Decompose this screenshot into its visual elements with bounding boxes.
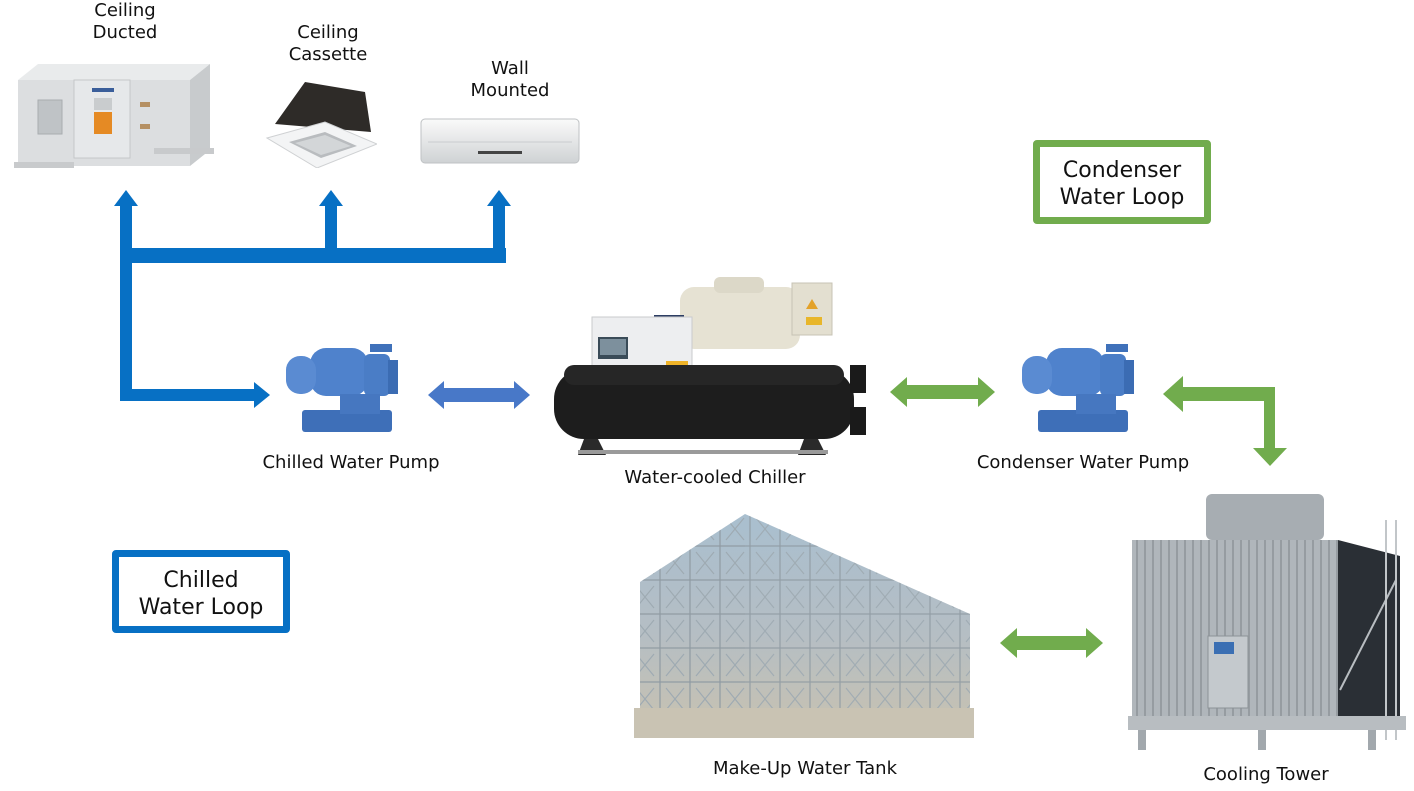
label-ceiling-cassette: Ceiling Cassette bbox=[278, 22, 378, 66]
chiller-icon bbox=[554, 275, 872, 455]
arrow-head-wall bbox=[487, 190, 511, 206]
label-line: Wall bbox=[491, 58, 529, 79]
label-make-up-water-tank: Make-Up Water Tank bbox=[712, 758, 898, 779]
label-water-cooled-chiller: Water-cooled Chiller bbox=[624, 467, 806, 488]
label-line: Ceiling bbox=[297, 22, 359, 43]
label-ceiling-ducted: Ceiling Ducted bbox=[80, 0, 170, 44]
condenser-pump-icon bbox=[1016, 344, 1138, 436]
loop-label-line: Chilled bbox=[163, 568, 239, 593]
ceiling-ducted-unit-icon bbox=[14, 58, 224, 174]
chilled-pump-icon bbox=[280, 344, 402, 436]
double-arrow-chiller-condpump bbox=[890, 377, 995, 407]
label-line: Ceiling bbox=[94, 0, 156, 21]
label-condenser-water-pump: Condenser Water Pump bbox=[976, 452, 1190, 473]
condenser-water-loop-box: Condenser Water Loop bbox=[1033, 140, 1211, 224]
label-cooling-tower: Cooling Tower bbox=[1203, 764, 1329, 785]
chilled-water-loop-box: Chilled Water Loop bbox=[112, 550, 290, 633]
arrow-head-ducted bbox=[114, 190, 138, 206]
double-arrow-pump-chiller bbox=[428, 381, 530, 409]
chilled-return-to-pump bbox=[120, 389, 258, 401]
double-arrow-tank-tower bbox=[1000, 628, 1103, 658]
loop-label-line: Water Loop bbox=[138, 595, 264, 620]
water-tank-icon bbox=[630, 512, 978, 738]
label-chilled-water-pump: Chilled Water Pump bbox=[262, 452, 440, 473]
branch-wall bbox=[493, 205, 505, 255]
arrow-head-cassette bbox=[319, 190, 343, 206]
label-wall-mounted: Wall Mounted bbox=[465, 58, 555, 102]
cooling-tower-icon bbox=[1128, 490, 1410, 752]
loop-label-line: Water Loop bbox=[1059, 185, 1185, 210]
chilled-distribution-arrows bbox=[114, 190, 511, 408]
label-line: Mounted bbox=[470, 80, 550, 101]
branch-cassette bbox=[325, 205, 337, 251]
chilled-riser bbox=[120, 205, 132, 400]
ceiling-cassette-icon bbox=[265, 82, 379, 169]
elbow-arrow-condpump-tower bbox=[1163, 376, 1287, 466]
label-line: Ducted bbox=[92, 22, 158, 43]
loop-label-line: Condenser bbox=[1062, 158, 1182, 183]
chilled-header bbox=[120, 248, 506, 263]
label-line: Cassette bbox=[288, 44, 368, 65]
wall-mounted-ac-icon bbox=[420, 118, 580, 166]
arrow-head-pump bbox=[254, 382, 270, 408]
